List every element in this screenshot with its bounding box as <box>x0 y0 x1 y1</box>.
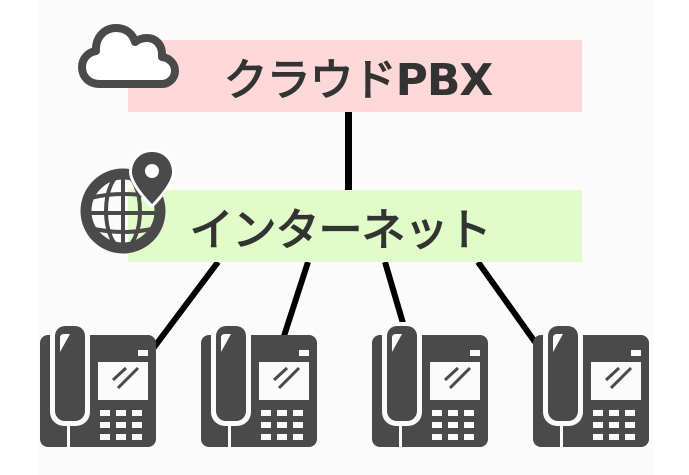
desk-phone-icon <box>201 322 317 450</box>
connector-internet-phone-4 <box>475 260 538 344</box>
desk-phone-icon <box>40 322 156 450</box>
connector-internet-phone-1 <box>149 260 221 352</box>
cloud-icon <box>78 24 179 88</box>
desk-phone-icon <box>533 322 649 450</box>
connector-internet-phone-2 <box>281 261 311 337</box>
desk-phone-icon <box>372 322 488 450</box>
globe-location-icon <box>80 148 176 254</box>
internet-node: インターネット <box>128 190 582 262</box>
internet-label: インターネット <box>189 205 492 256</box>
connector-internet-phone-3 <box>382 261 408 331</box>
cloud-pbx-label: クラウドPBX <box>223 55 494 106</box>
cloud-pbx-node: クラウドPBX <box>128 40 582 112</box>
